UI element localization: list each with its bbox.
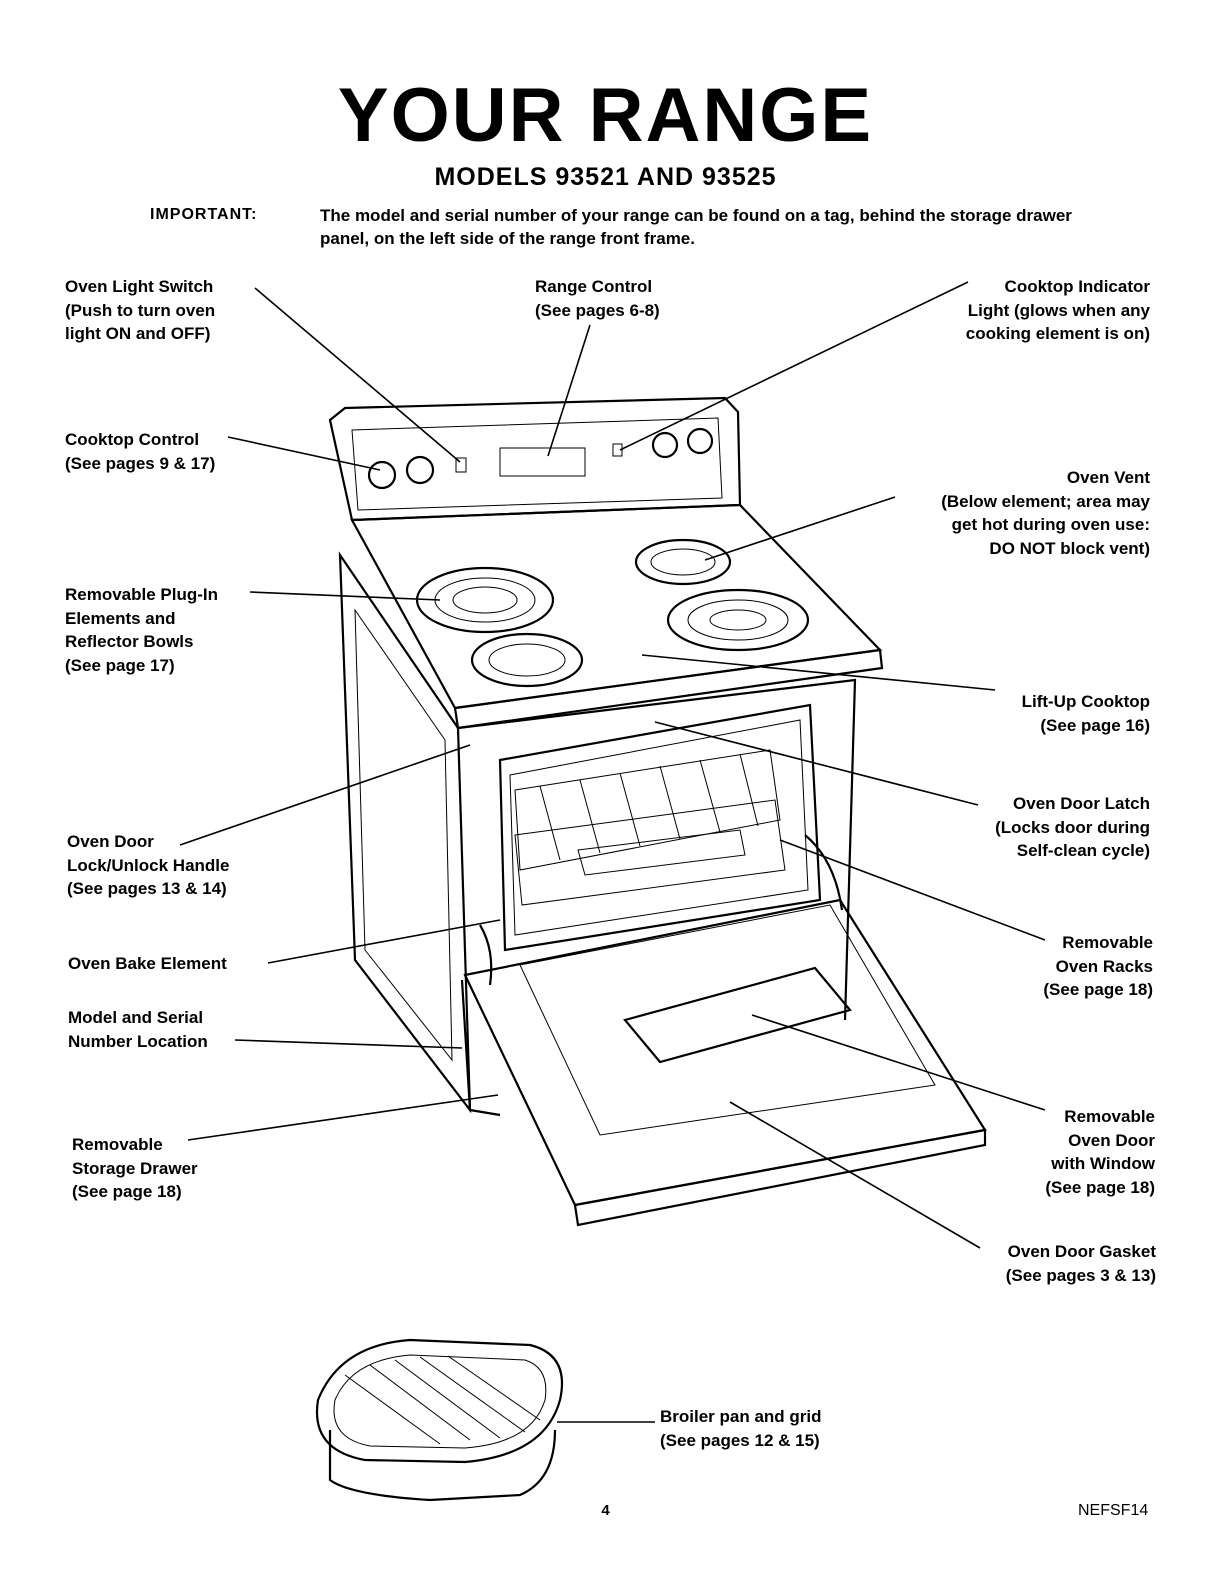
important-text: The model and serial number of your rang… [320, 206, 1072, 248]
page-title: YOUR RANGE [337, 73, 874, 158]
leader-lines [179, 281, 1046, 1423]
oven-door [463, 834, 987, 1227]
label-oven-door-latch: Oven Door Latch (Locks door during Self-… [995, 794, 1150, 860]
page-number: 4 [601, 1502, 610, 1519]
broiler-pan [315, 1338, 564, 1502]
range-body [338, 551, 857, 1117]
label-bake-element: Oven Bake Element [68, 954, 227, 973]
important-label: IMPORTANT: [150, 206, 258, 223]
label-range-control: Range Control (See pages 6-8) [535, 277, 660, 320]
document-code: NEFSF14 [1078, 1502, 1149, 1519]
label-model-serial: Model and Serial Number Location [68, 1008, 208, 1051]
label-cooktop-indicator: Cooktop Indicator Light (glows when any … [965, 277, 1150, 343]
backguard [328, 396, 742, 522]
cooktop [350, 503, 884, 730]
label-oven-racks: Removable Oven Racks (See page 18) [1043, 933, 1153, 999]
label-lift-up-cooktop: Lift-Up Cooktop (See page 16) [1021, 692, 1150, 735]
label-oven-door-window: Removable Oven Door with Window (See pag… [1045, 1107, 1155, 1197]
models-subtitle: MODELS 93521 AND 93525 [434, 163, 777, 191]
label-door-gasket: Oven Door Gasket (See pages 3 & 13) [1005, 1242, 1156, 1285]
oven-cavity [498, 703, 822, 952]
label-oven-door-lock: Oven Door Lock/Unlock Handle (See pages … [67, 832, 230, 898]
label-storage-drawer: Removable Storage Drawer (See page 18) [72, 1135, 198, 1201]
label-broiler-pan: Broiler pan and grid (See pages 12 & 15) [660, 1407, 822, 1450]
label-plug-in-elements: Removable Plug-In Elements and Reflector… [65, 585, 219, 675]
label-cooktop-control: Cooktop Control (See pages 9 & 17) [65, 430, 216, 473]
label-oven-vent: Oven Vent (Below element; area may get h… [941, 468, 1150, 558]
label-oven-light-switch: Oven Light Switch (Push to turn oven lig… [65, 277, 216, 343]
